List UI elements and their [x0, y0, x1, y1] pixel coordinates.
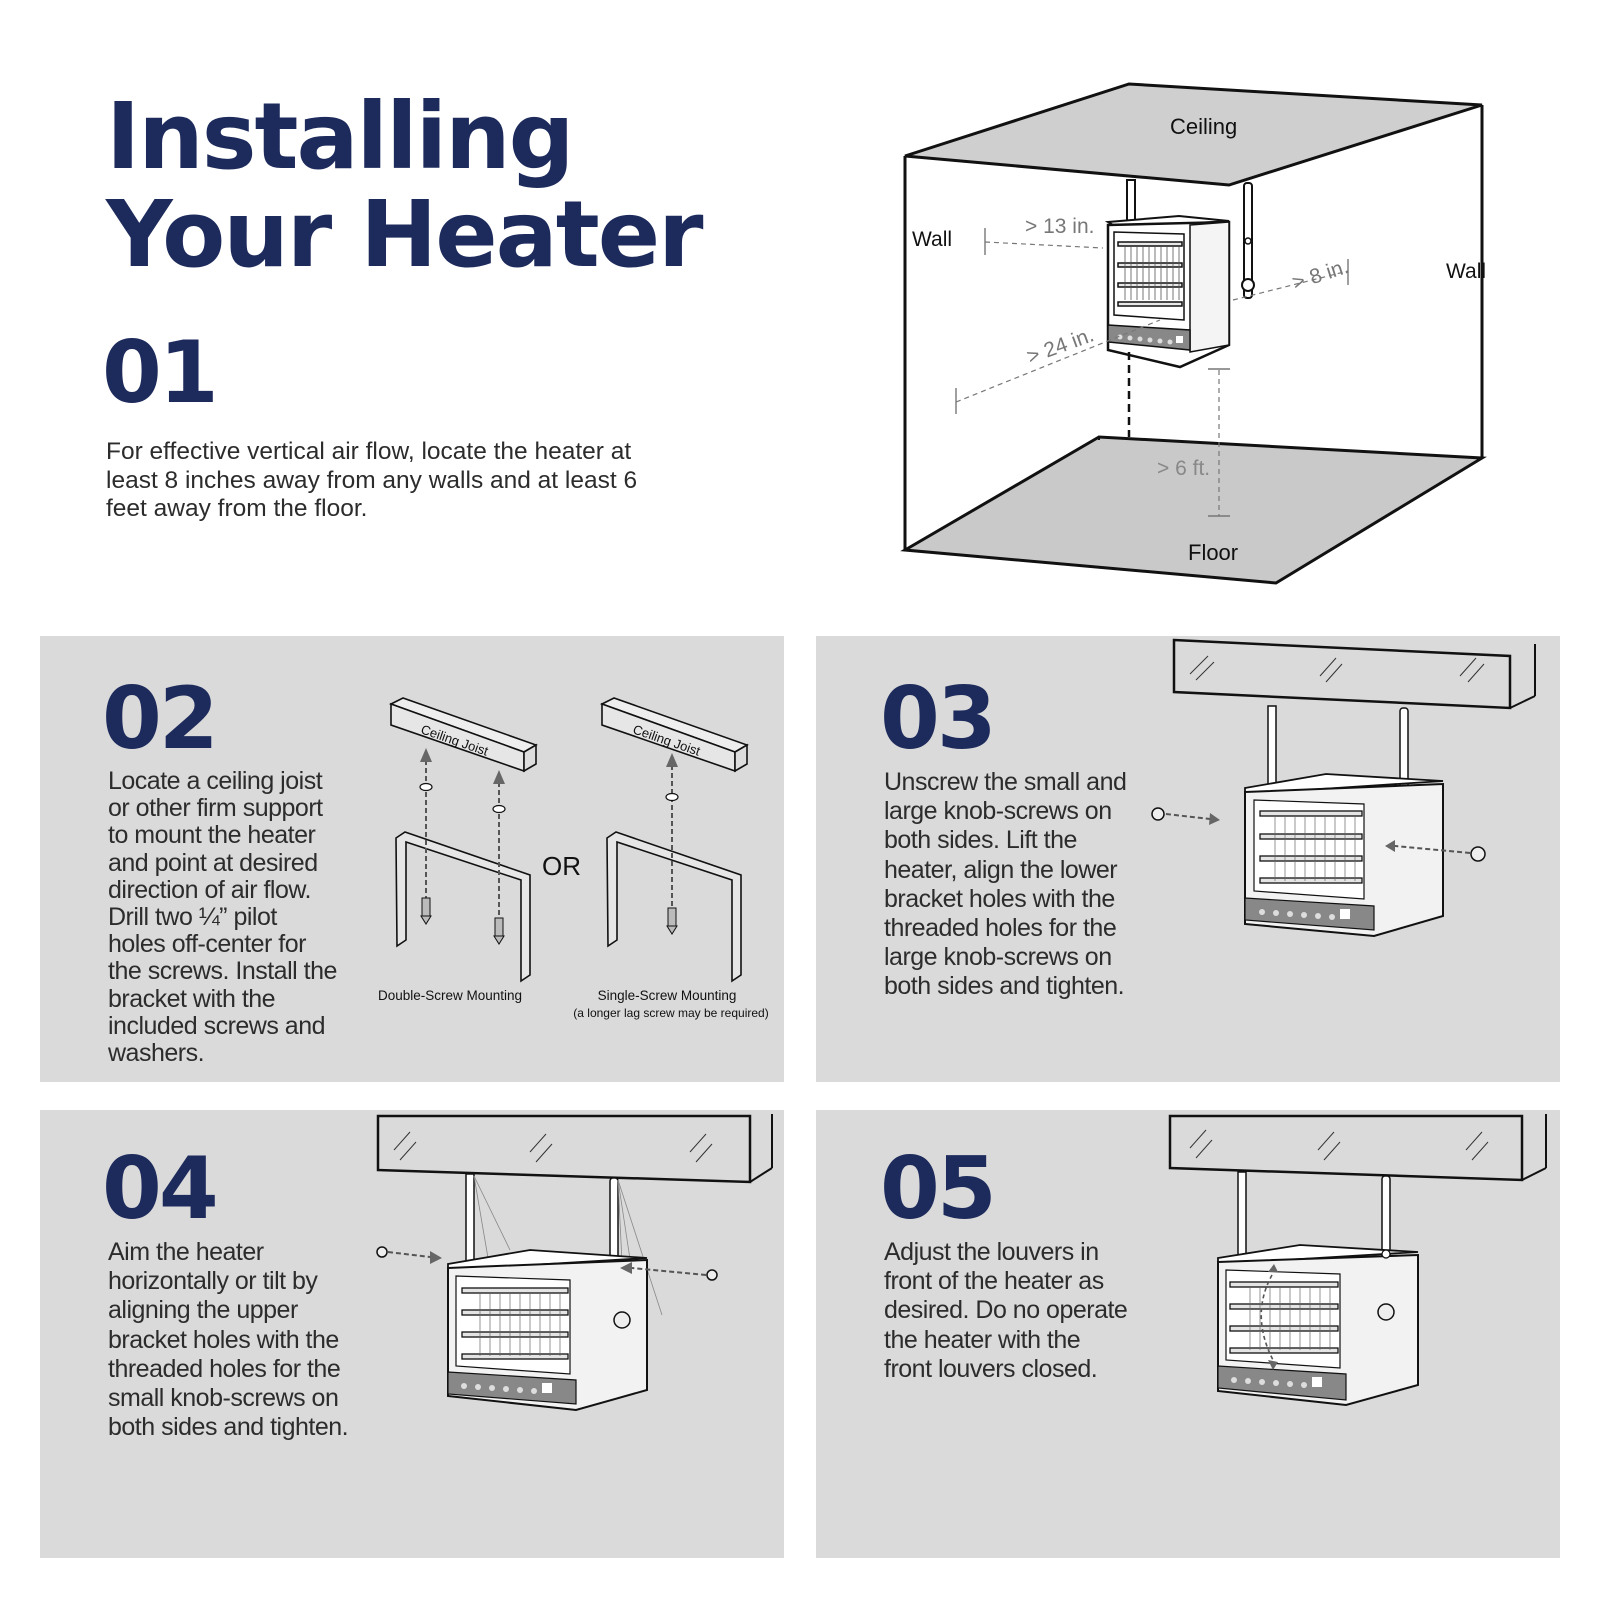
step-05-line: front of the heater as: [884, 1267, 1104, 1296]
step-03-text: Unscrew the small and large knob-screws …: [884, 768, 1184, 1002]
step-04-line: aligning the upper: [108, 1296, 298, 1325]
step-05-panel: [816, 1110, 1560, 1558]
step-05-line: front louvers closed.: [884, 1354, 1098, 1383]
single-screw-note: (a longer lag screw may be required): [573, 1006, 768, 1020]
step-04-panel: [40, 1110, 784, 1558]
step-01-line: For effective vertical air flow, locate …: [106, 438, 632, 465]
mounting-bracket-right: [606, 831, 742, 983]
room-clearance-diagram: Ceiling Wall Wall Floor > 13 in. > 8 in.…: [900, 82, 1487, 585]
step-04-line: threaded holes for the: [108, 1354, 341, 1383]
step-04-number: 04: [102, 1139, 219, 1239]
step-03-line: Unscrew the small and: [884, 768, 1127, 796]
dim-front-label: > 24 in.: [1024, 323, 1097, 368]
step-03-line: both sides and tighten.: [884, 972, 1125, 1001]
step-05-heater-diagram: [1168, 1114, 1547, 1407]
knob-screw-right-icon: [1470, 846, 1486, 862]
step-03-heater-diagram: [1151, 638, 1536, 938]
single-screw-caption: Single-Screw Mounting: [598, 988, 737, 1003]
step-02-text: Locate a ceiling joist or other firm sup…: [108, 767, 368, 1068]
floor-label: Floor: [1188, 540, 1238, 565]
step-01-line: feet away from the floor.: [106, 495, 368, 522]
ceiling-joist-right: Ceiling Joist: [599, 697, 749, 773]
step-03-line: threaded holes for the: [884, 914, 1117, 943]
step-02-line: included screws and: [108, 1011, 326, 1040]
step-03-line: bracket holes with the: [884, 884, 1115, 913]
knob-screw-right-icon: [706, 1269, 718, 1281]
step-04-line: horizontally or tilt by: [108, 1267, 318, 1296]
step-01-text: For effective vertical air flow, locate …: [106, 438, 686, 524]
step-05-line: desired. Do no operate: [884, 1296, 1128, 1325]
ceiling-joist-left: Ceiling Joist: [388, 697, 538, 773]
step-02-line: bracket with the: [108, 984, 276, 1013]
step-03-number: 03: [880, 669, 997, 769]
step-04-line: Aim the heater: [108, 1238, 264, 1266]
step-01-line: least 8 inches away from any walls and a…: [106, 466, 638, 494]
step-02-line: or other firm support: [108, 794, 323, 823]
step-05-line: the heater with the: [884, 1325, 1081, 1354]
bracket-mounting-diagram: Ceiling Joist Ceiling Joist OR Double-Sc…: [378, 697, 769, 1020]
wall-right-label: Wall: [1446, 260, 1486, 283]
step-04-line: small knob-screws on: [108, 1384, 339, 1413]
mounting-bracket-left: [395, 831, 531, 983]
step-02-number: 02: [102, 669, 219, 769]
dim-side-label: > 13 in.: [1025, 215, 1094, 238]
page-title-line-2: Your Heater: [106, 181, 703, 288]
step-05-line: Adjust the louvers in: [884, 1238, 1099, 1266]
step-01-number: 01: [102, 323, 219, 423]
step-02-line: holes off-center for: [108, 930, 306, 959]
step-02-line: Drill two ¼” pilot: [108, 903, 277, 932]
heater-illustration: [1217, 1244, 1419, 1407]
louver-adjust-arrow-icon: [1260, 1264, 1278, 1370]
knob-screw-left-icon: [1151, 807, 1165, 821]
step-02-line: direction of air flow.: [108, 875, 312, 904]
page-title-line-1: Installing: [106, 83, 575, 190]
step-02-line: Locate a ceiling joist: [108, 767, 323, 795]
step-03-line: both sides. Lift the: [884, 826, 1077, 855]
wall-left-label: Wall: [912, 228, 952, 251]
step-04-text: Aim the heater horizontally or tilt by a…: [108, 1238, 388, 1442]
step-04-line: both sides and tighten.: [108, 1413, 349, 1442]
or-label: OR: [542, 851, 581, 881]
knob-screw-left-icon: [376, 1246, 388, 1258]
heater-illustration: [1104, 214, 1255, 369]
dim-right-label: > 8 in.: [1289, 255, 1351, 295]
dim-floor-label: > 6 ft.: [1157, 457, 1210, 480]
step-05-number: 05: [880, 1139, 997, 1239]
step-03-line: heater, align the lower: [884, 855, 1118, 884]
heater-illustration: [447, 1249, 648, 1412]
double-screw-caption: Double-Screw Mounting: [378, 988, 522, 1003]
ceiling-label: Ceiling: [1170, 114, 1237, 139]
step-02-line: washers.: [108, 1039, 205, 1068]
step-04-heater-diagram: [376, 1114, 773, 1412]
step-02-line: to mount the heater: [108, 821, 316, 850]
step-02-line: the screws. Install the: [108, 957, 337, 986]
step-03-line: large knob-screws on: [884, 943, 1112, 972]
page-title: Installing Your Heater: [106, 83, 703, 288]
step-03-line: large knob-screws on: [884, 797, 1112, 826]
step-05-text: Adjust the louvers in front of the heate…: [884, 1238, 1184, 1384]
heater-illustration: [1244, 773, 1444, 938]
step-02-line: and point at desired: [108, 848, 318, 877]
step-04-line: bracket holes with the: [108, 1325, 339, 1354]
lag-screw-icon: [420, 897, 678, 945]
